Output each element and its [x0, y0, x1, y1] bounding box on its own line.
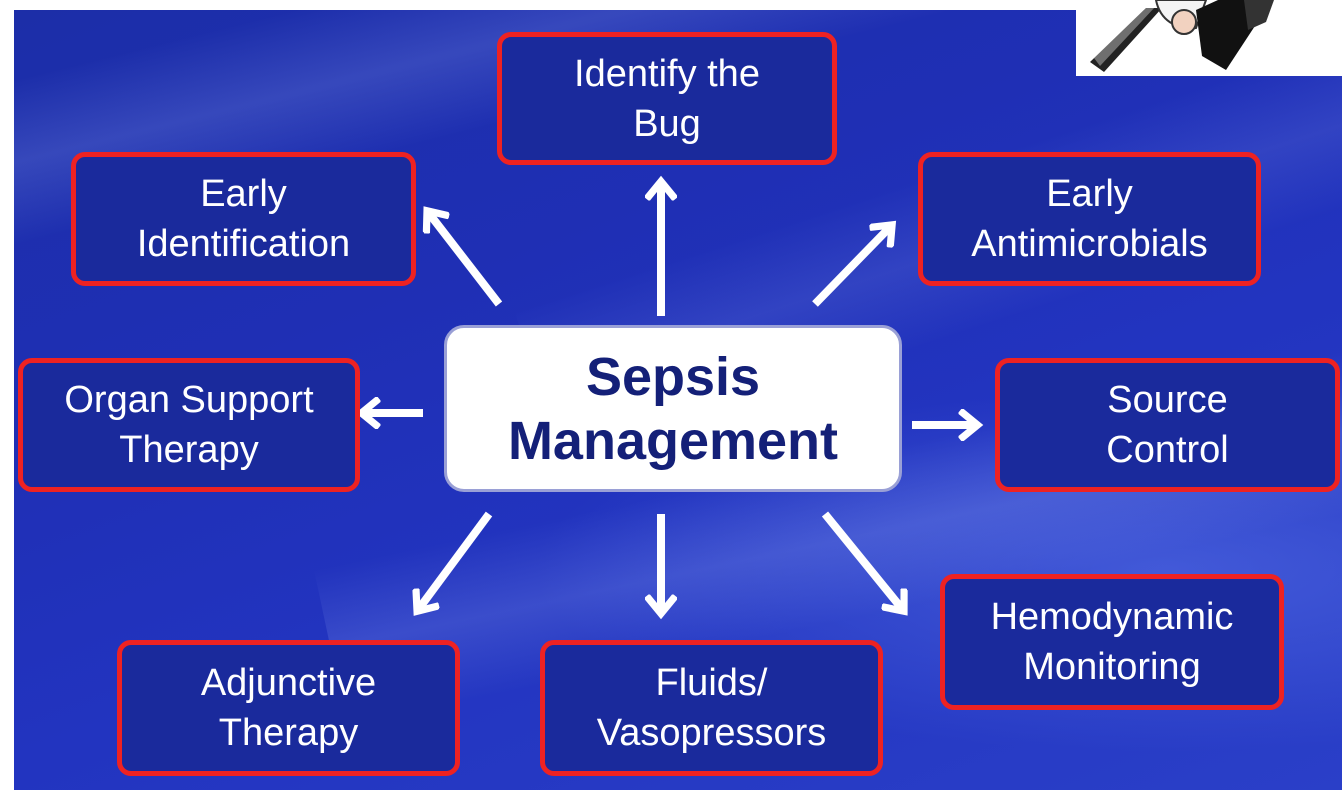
box-fluids-line1: Fluids/ — [656, 658, 768, 708]
box-adjunctive: Adjunctive Therapy — [117, 640, 460, 776]
box-organ-support: Organ Support Therapy — [18, 358, 360, 492]
box-early-antimicrobials-line1: Early — [1046, 169, 1133, 219]
box-source-control-line2: Control — [1106, 425, 1229, 475]
box-hemodynamic-line2: Monitoring — [1023, 642, 1200, 692]
box-fluids: Fluids/ Vasopressors — [540, 640, 883, 776]
arrow-to-adjunctive — [418, 514, 489, 610]
box-source-control: Source Control — [995, 358, 1340, 492]
center-node-sepsis-management: Sepsis Management — [444, 325, 902, 492]
box-fluids-line2: Vasopressors — [597, 708, 827, 758]
box-identify-bug: Identify the Bug — [497, 32, 837, 165]
box-early-identification-line2: Identification — [137, 219, 350, 269]
box-identify-bug-line2: Bug — [633, 99, 701, 149]
box-adjunctive-line1: Adjunctive — [201, 658, 376, 708]
center-node-line1: Sepsis — [586, 345, 760, 409]
arrow-to-early-identification — [428, 212, 499, 304]
center-node-line2: Management — [508, 409, 838, 473]
arrow-to-early-antimicrobials — [815, 226, 891, 304]
box-organ-support-line2: Therapy — [119, 425, 258, 475]
box-identify-bug-line1: Identify the — [574, 49, 760, 99]
box-source-control-line1: Source — [1107, 375, 1227, 425]
box-early-antimicrobials: Early Antimicrobials — [918, 152, 1261, 286]
box-early-identification: Early Identification — [71, 152, 416, 286]
box-hemodynamic: Hemodynamic Monitoring — [940, 574, 1284, 710]
arrow-to-hemodynamic — [825, 514, 903, 610]
box-organ-support-line1: Organ Support — [64, 375, 313, 425]
box-adjunctive-line2: Therapy — [219, 708, 358, 758]
box-early-antimicrobials-line2: Antimicrobials — [971, 219, 1208, 269]
box-hemodynamic-line1: Hemodynamic — [991, 592, 1234, 642]
box-early-identification-line1: Early — [200, 169, 287, 219]
